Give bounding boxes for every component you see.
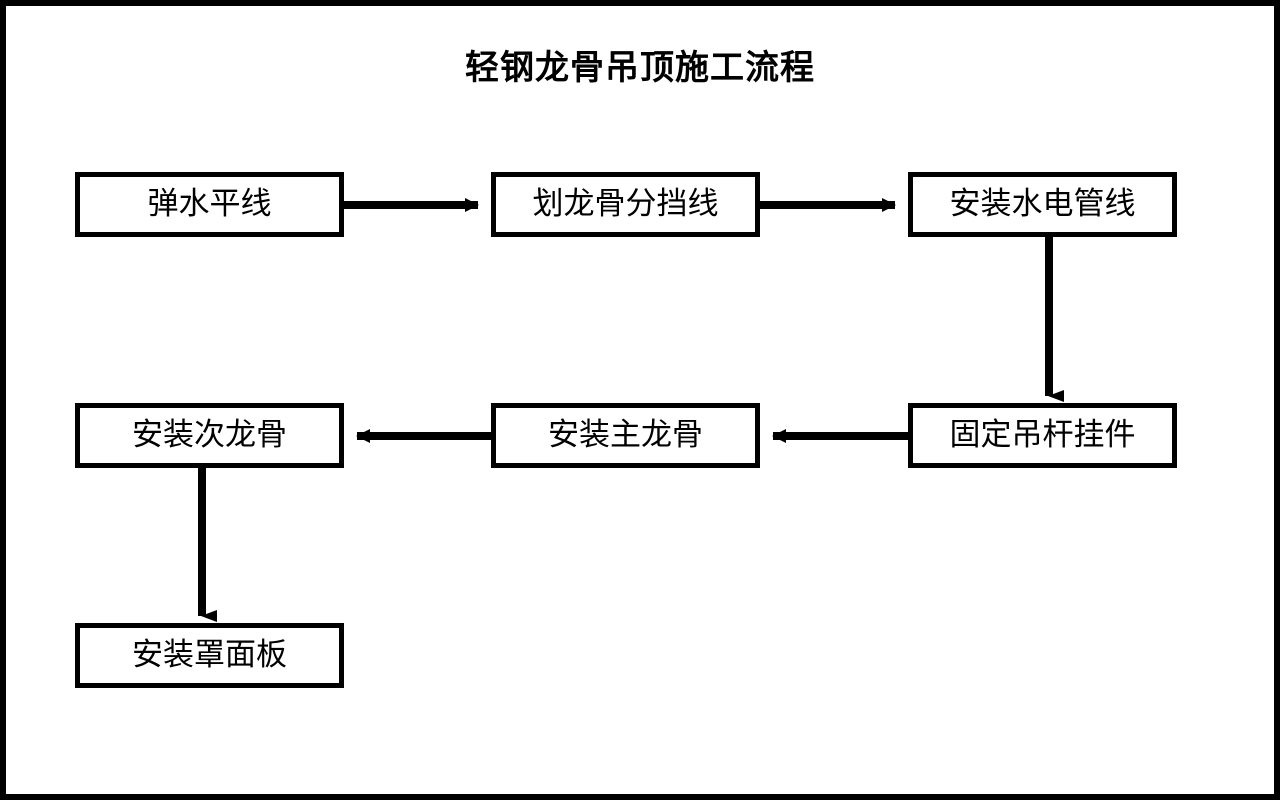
flow-node-hua-long-gu-fen-dang-xian[interactable]: 划龙骨分挡线	[491, 172, 760, 237]
flow-node-an-zhuang-zhao-mian-ban[interactable]: 安装罩面板	[75, 623, 344, 688]
flowchart-canvas: 轻钢龙骨吊顶施工流程	[6, 6, 1274, 794]
flow-node-gu-ding-diao-gan-gua-jian[interactable]: 固定吊杆挂件	[908, 403, 1177, 468]
page-title: 轻钢龙骨吊顶施工流程	[465, 48, 815, 88]
flow-node-dan-shui-ping-xian[interactable]: 弹水平线	[75, 172, 344, 237]
flow-node-an-zhuang-shui-dian-guan-xian[interactable]: 安装水电管线	[908, 172, 1177, 237]
flow-node-an-zhuang-ci-long-gu[interactable]: 安装次龙骨	[75, 403, 344, 468]
flow-node-an-zhuang-zhu-long-gu[interactable]: 安装主龙骨	[491, 403, 760, 468]
